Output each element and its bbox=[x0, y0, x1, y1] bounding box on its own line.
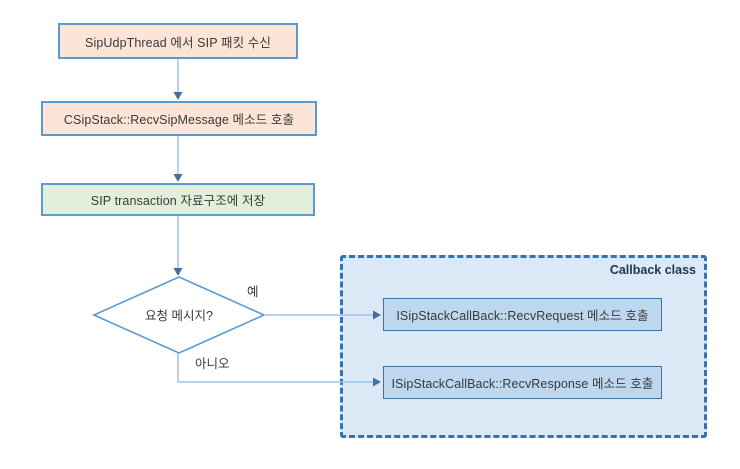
arrow-recvmsg-to-store bbox=[173, 136, 183, 182]
node-recv-response: ISipStackCallBack::RecvResponse 메소드 호출 bbox=[383, 366, 662, 399]
arrow-store-to-decision bbox=[173, 216, 183, 276]
arrow-no-to-recvresponse bbox=[177, 353, 381, 387]
node-recv-sip-message: CSipStack::RecvSipMessage 메소드 호출 bbox=[41, 101, 317, 136]
decision-diamond-shape bbox=[92, 276, 266, 354]
edge-label-yes: 예 bbox=[247, 285, 259, 299]
edge-label-no: 아니오 bbox=[195, 357, 230, 371]
arrow-yes-to-recvrequest bbox=[264, 310, 381, 320]
node-store-transaction: SIP transaction 자료구조에 저장 bbox=[41, 183, 315, 216]
callback-class-group: Callback class bbox=[340, 255, 707, 438]
callback-class-title: Callback class bbox=[609, 263, 696, 277]
arrow-receive-to-recvmsg bbox=[173, 59, 183, 100]
node-recv-request: ISipStackCallBack::RecvRequest 메소드 호출 bbox=[383, 298, 662, 331]
node-receive-packet: SipUdpThread 에서 SIP 패킷 수신 bbox=[58, 23, 298, 59]
node-decision-label: 요청 메시지? bbox=[145, 309, 213, 323]
